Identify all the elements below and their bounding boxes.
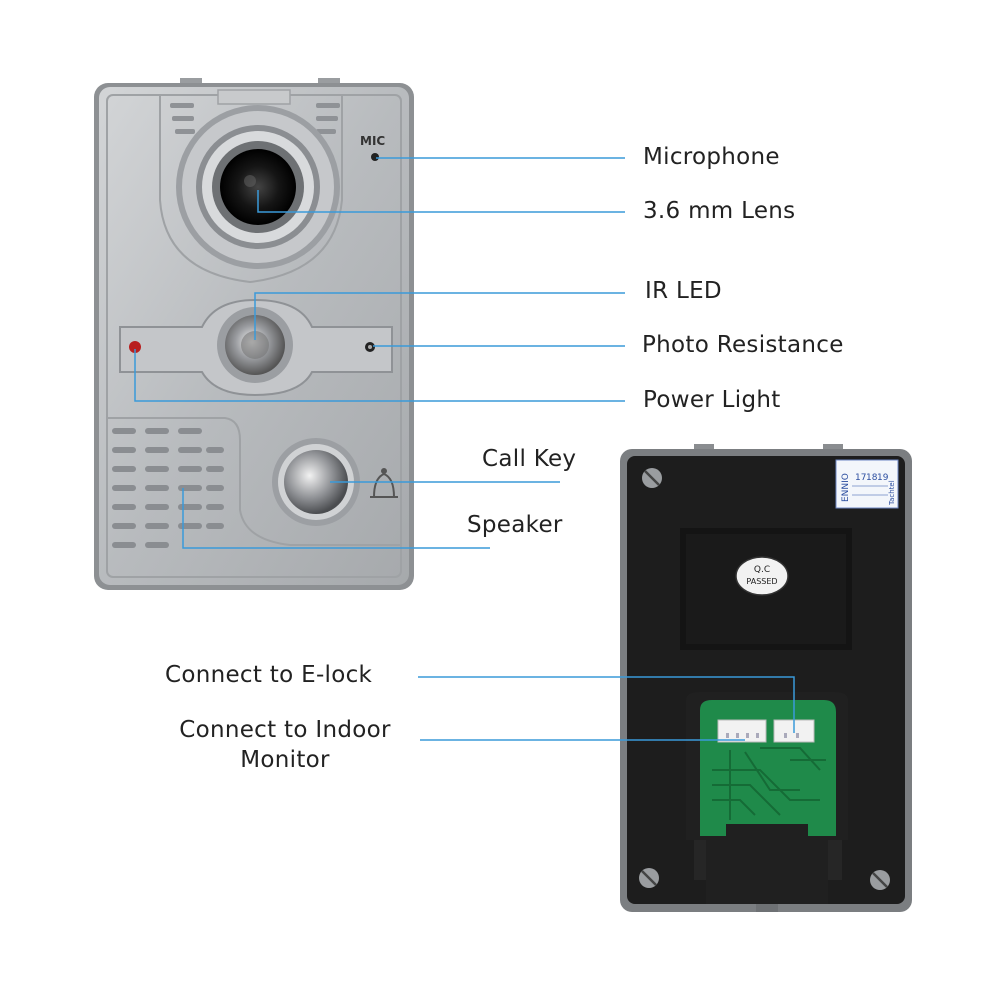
leader-line-power-light	[134, 349, 625, 402]
speaker-grill	[112, 428, 224, 548]
svg-text:18: 18	[866, 473, 878, 483]
camera-lens	[176, 105, 340, 269]
callout-ir-led: IR LED	[645, 278, 722, 304]
front-panel: MIC	[94, 78, 414, 590]
callout-speaker: Speaker	[467, 512, 563, 538]
microphone-hole	[371, 153, 379, 161]
spec-sticker: ENNIO 17 18 19 Tachtel	[835, 459, 899, 509]
callout-photo-resistance: Photo Resistance	[642, 332, 844, 358]
callout-indoor-monitor: Connect to Indoor Monitor	[179, 717, 391, 773]
svg-text:Q.C: Q.C	[754, 565, 770, 575]
svg-text:PASSED: PASSED	[746, 577, 777, 586]
back-panel: ENNIO 17 18 19 Tachtel Q.C PASSED	[620, 444, 912, 912]
mic-text: MIC	[360, 134, 385, 148]
call-key-button	[272, 438, 360, 526]
leader-lines	[134, 157, 795, 741]
callout-call-key: Call Key	[482, 446, 577, 472]
ir-led	[217, 307, 293, 383]
screw-icon	[639, 468, 890, 890]
leader-line-e-lock	[418, 676, 795, 733]
power-light	[129, 341, 141, 353]
svg-text:Tachtel: Tachtel	[888, 480, 896, 506]
indoor-monitor-connector	[717, 719, 767, 743]
qc-passed-sticker: Q.C PASSED	[735, 556, 789, 596]
bell-icon	[370, 468, 398, 498]
callout-e-lock: Connect to E-lock	[165, 662, 373, 688]
callout-microphone: Microphone	[643, 144, 780, 170]
svg-text:19: 19	[877, 473, 889, 483]
circuit-board	[700, 700, 836, 836]
leader-line-ir-led	[254, 292, 625, 340]
callout-power-light: Power Light	[643, 387, 781, 413]
svg-text:17: 17	[855, 473, 866, 483]
callout-lens: 3.6 mm Lens	[643, 198, 796, 224]
leader-line-speaker	[182, 488, 490, 549]
leader-line-lens	[257, 190, 625, 213]
svg-text:ENNIO: ENNIO	[841, 473, 851, 502]
